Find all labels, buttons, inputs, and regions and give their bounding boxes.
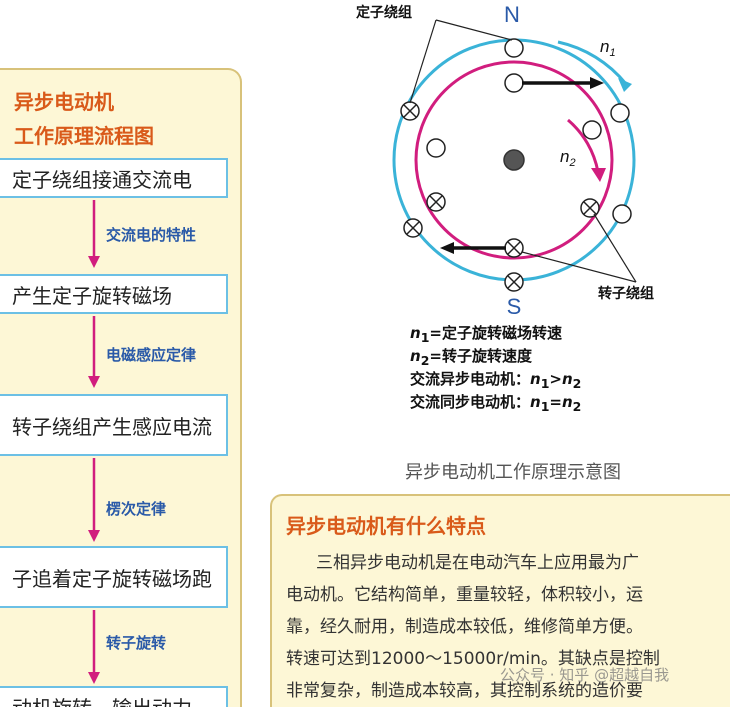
flow-link-2: 电磁感应定律	[106, 346, 197, 364]
flow-step-4: 子追着定子旋转磁场跑	[0, 546, 228, 608]
legend-async: 交流异步电动机：n1>n2	[410, 370, 582, 391]
features-line-1: 三相异步电动机是在电动汽车上应用最为广	[316, 553, 639, 573]
shaft	[503, 149, 525, 171]
rotor-label: 转子绕组	[598, 285, 654, 302]
flow-arrow-1	[88, 200, 100, 268]
features-line-3: 靠，经久耐用，制造成本较低，维修简单方便。	[286, 617, 643, 637]
flowchart-panel: 异步电动机 工作原理流程图 定子绕组接通交流电 交流电的特性 产生定子旋转磁场 …	[0, 68, 242, 707]
stator-winding	[612, 204, 632, 224]
flow-step-5: 动机旋转，输出动力	[0, 686, 228, 707]
flow-arrow-2	[88, 316, 100, 388]
motor-diagram: N S 定子绕组 转子绕组 n1 n2	[356, 2, 654, 319]
features-line-5: 非常复杂，制造成本较高，其控制系统的造价要	[286, 681, 643, 701]
watermark: 公众号 · 知乎 @超越自我	[500, 666, 670, 684]
stator-windings	[504, 38, 632, 224]
n1-rotation-arrow	[557, 40, 628, 85]
flowchart-title-line2: 工作原理流程图	[14, 124, 154, 148]
stator-winding	[610, 103, 630, 123]
n2-rotation-arrow	[567, 118, 600, 173]
features-line-4: 转速可达到12000～15000r/min。其缺点是控制	[286, 649, 660, 669]
features-line-2: 电动机。它结构简单，重量较轻，体积较小，运	[286, 585, 643, 605]
rotor-windings	[426, 73, 602, 258]
flow-link-4: 转子旋转	[106, 634, 167, 652]
flow-step-2: 产生定子旋转磁场	[0, 274, 228, 314]
features-panel: 异步电动机有什么特点 三相异步电动机是在电动汽车上应用最为广 电动机。它结构简单…	[270, 494, 730, 707]
diagram-caption: 异步电动机工作原理示意图	[405, 462, 621, 483]
flow-step-1: 定子绕组接通交流电	[0, 158, 228, 198]
flowchart-title-line1: 异步电动机	[14, 90, 114, 114]
stator-label: 定子绕组	[356, 4, 412, 21]
n1-label: n1	[600, 37, 616, 59]
legend-n1: n1=定子旋转磁场转速	[410, 324, 562, 345]
flow-link-1: 交流电的特性	[106, 226, 197, 244]
n2-label: n2	[560, 147, 576, 169]
stator-winding	[504, 38, 524, 58]
flow-link-3: 楞次定律	[106, 500, 167, 518]
flow-step-3: 转子绕组产生感应电流	[0, 394, 228, 456]
pole-north: N	[504, 2, 520, 27]
stator-cross-windings	[400, 101, 524, 292]
flow-arrow-3	[88, 458, 100, 542]
rotor-ring	[414, 60, 614, 260]
flow-arrow-4	[88, 610, 100, 684]
features-title: 异步电动机有什么特点	[286, 514, 486, 538]
pole-south: S	[507, 294, 522, 319]
legend-sync: 交流同步电动机：n1=n2	[410, 393, 582, 414]
legend-n2: n2=转子旋转速度	[410, 347, 532, 368]
